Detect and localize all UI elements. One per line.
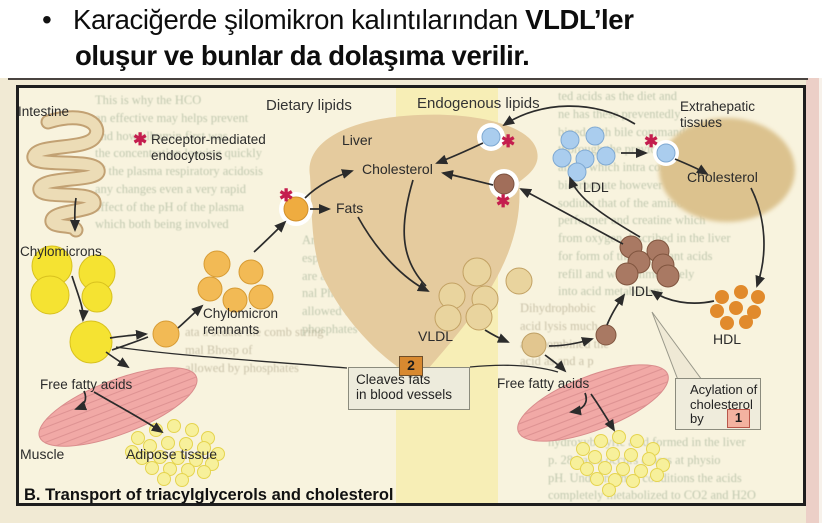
fats-label: Fats — [336, 200, 364, 216]
figure-caption: B. Transport of triacylglycerols and cho… — [24, 486, 394, 504]
intestine-label: Intestine — [18, 104, 70, 119]
endogenous-lipids-header: Endogenous lipids — [417, 95, 540, 112]
idl-label: IDL — [631, 283, 653, 299]
chylomicrons-label: Chylomicrons — [20, 244, 102, 259]
bleed-text: Amino acid deriv especially heavy are a … — [302, 233, 390, 336]
page-edge-strip — [806, 78, 822, 523]
title-text-bold: VLDL’ler — [525, 4, 634, 35]
acylation-text: Acylation of cholesterol by — [690, 382, 758, 427]
slide-title-line2: oluşur ve bunlar da dolaşıma verilir. — [75, 40, 530, 71]
bleed-text: Dihydrophobic acid lysis much and combin… — [520, 301, 609, 369]
bleed-text: hydroxybutyric acid formed in the liver … — [548, 435, 756, 503]
enzyme-1-badge: 1 — [727, 409, 750, 428]
free-fatty-acids-right-label: Free fatty acids — [497, 376, 590, 391]
chylomicron-remnants-label: Chylomicron remnants — [203, 306, 279, 337]
receptor-star-icon: ✱ — [501, 132, 516, 151]
dietary-lipids-header: Dietary lipids — [266, 97, 352, 114]
hdl-label: HDL — [713, 331, 742, 347]
muscle-label: Muscle — [20, 446, 65, 462]
receptor-star-icon: ✱ — [644, 132, 659, 151]
free-fatty-acids-left-label: Free fatty acids — [40, 377, 133, 392]
liver-label: Liver — [342, 132, 373, 148]
cleaves-fats-text: Cleaves fats in blood vessels — [356, 372, 453, 403]
title-text-normal: Karaciğerde şilomikron kalıntılarından — [73, 4, 526, 35]
receptor-legend-label: Receptor-mediated endocytosis — [151, 132, 266, 163]
scan-line — [8, 78, 808, 80]
extrahepatic-tissues-header: Extrahepatic tissues — [680, 99, 756, 130]
vldl-label: VLDL — [418, 328, 454, 344]
title-bullet: • — [42, 4, 52, 35]
adipose-tissue-label: Adipose tissue — [126, 446, 218, 462]
slide-title-line1: Karaciğerde şilomikron kalıntılarından V… — [73, 4, 634, 36]
ldl-label: LDL — [583, 179, 609, 195]
cholesterol-liver-label: Cholesterol — [362, 161, 433, 177]
receptor-star-icon: ✱ — [279, 186, 294, 205]
receptor-star-icon: ✱ — [133, 130, 148, 149]
receptor-star-icon: ✱ — [496, 192, 511, 211]
cholesterol-extrahepatic-label: Cholesterol — [687, 169, 758, 185]
enzyme-2-badge: 2 — [399, 356, 423, 376]
